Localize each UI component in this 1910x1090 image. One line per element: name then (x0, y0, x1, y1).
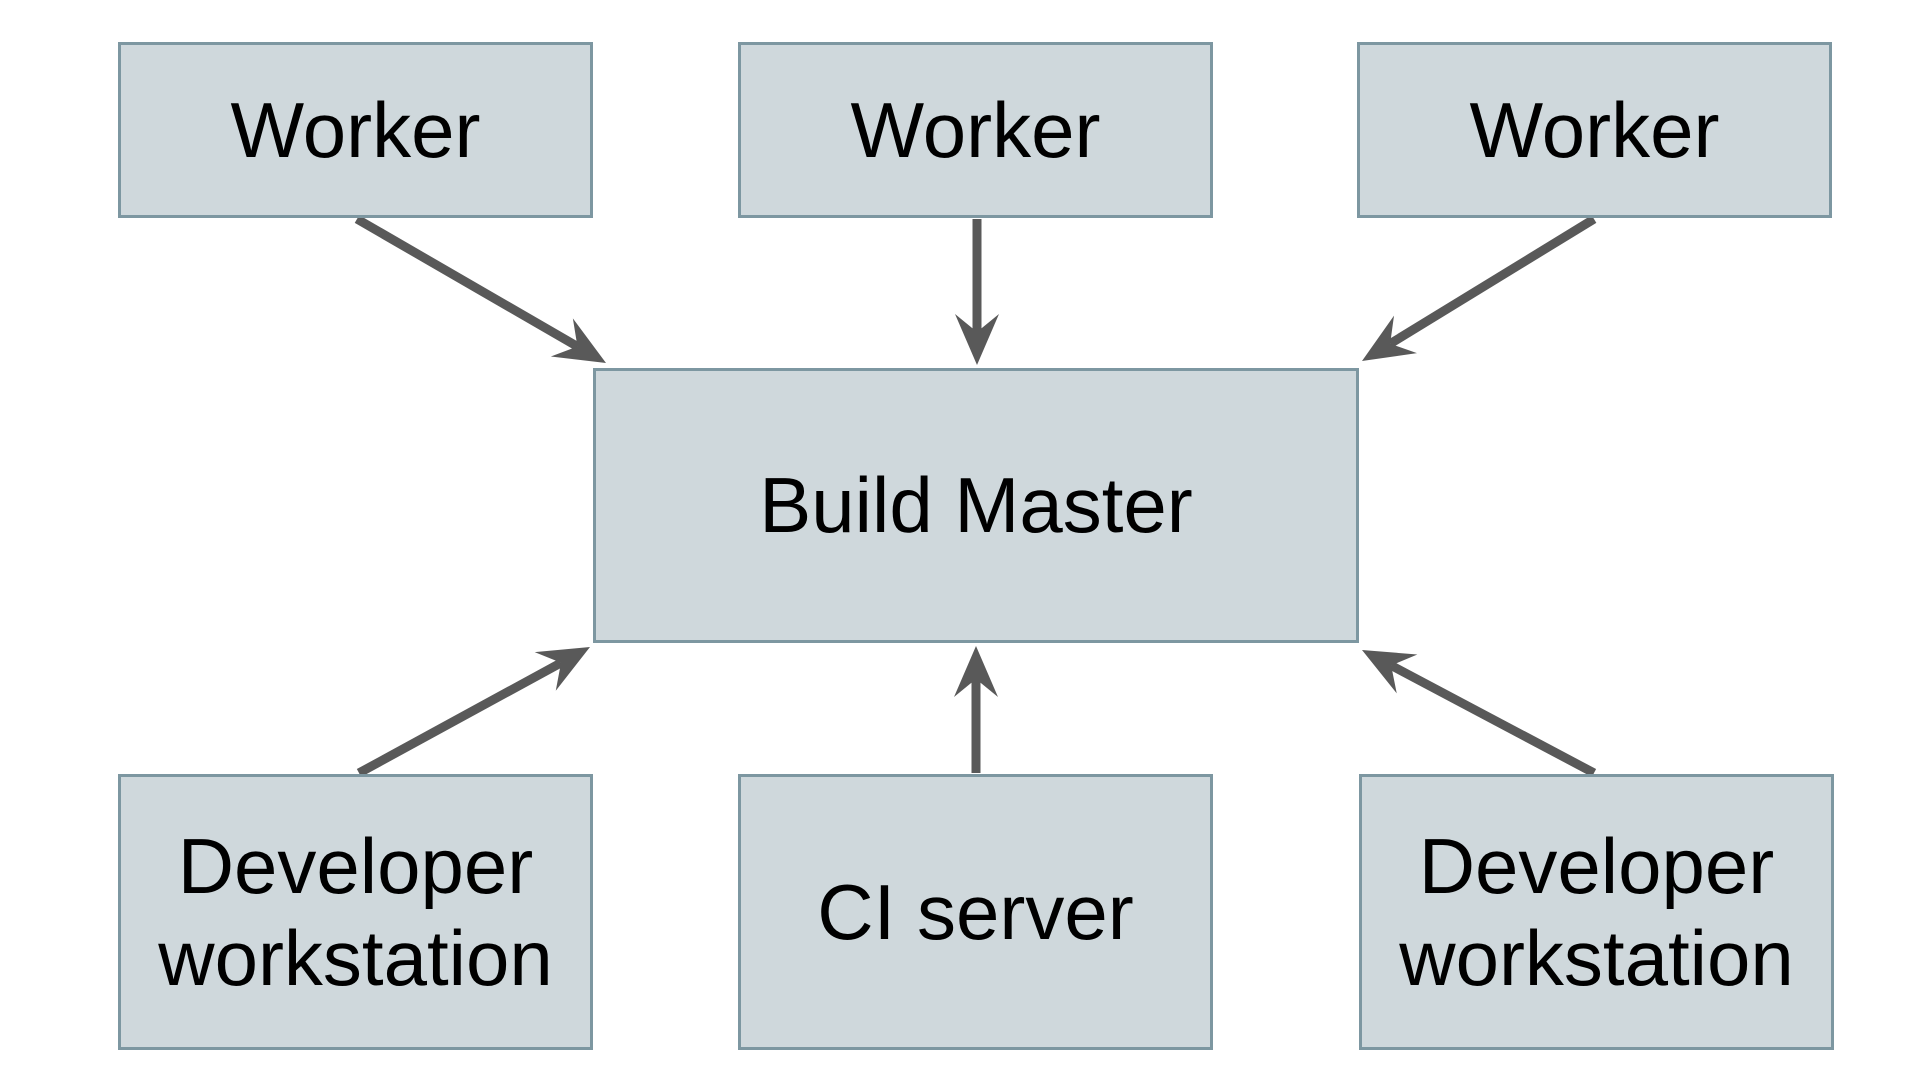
node-developer-workstation-right-label: Developer workstation (1399, 821, 1794, 1002)
node-build-master-label: Build Master (759, 461, 1193, 550)
arrow-worker-3-to-build-master (1361, 215, 1597, 361)
node-worker-3-label: Worker (1469, 85, 1720, 174)
node-worker-2-label: Worker (850, 85, 1101, 174)
arrow-developer-workstation-left-to-build-master (356, 647, 590, 777)
node-ci-server-label: CI server (817, 867, 1134, 956)
node-ci-server: CI server (738, 774, 1213, 1050)
node-developer-workstation-left-label: Developer workstation (158, 821, 553, 1002)
node-developer-workstation-left: Developer workstation (118, 774, 593, 1050)
arrow-developer-workstation-right-to-build-master (1362, 650, 1597, 777)
node-worker-1-label: Worker (230, 85, 481, 174)
node-worker-1: Worker (118, 42, 593, 218)
node-build-master: Build Master (593, 368, 1359, 643)
node-worker-2: Worker (738, 42, 1213, 218)
node-worker-3: Worker (1357, 42, 1832, 218)
node-developer-workstation-right: Developer workstation (1359, 774, 1834, 1050)
arrow-worker-1-to-build-master (354, 215, 607, 363)
